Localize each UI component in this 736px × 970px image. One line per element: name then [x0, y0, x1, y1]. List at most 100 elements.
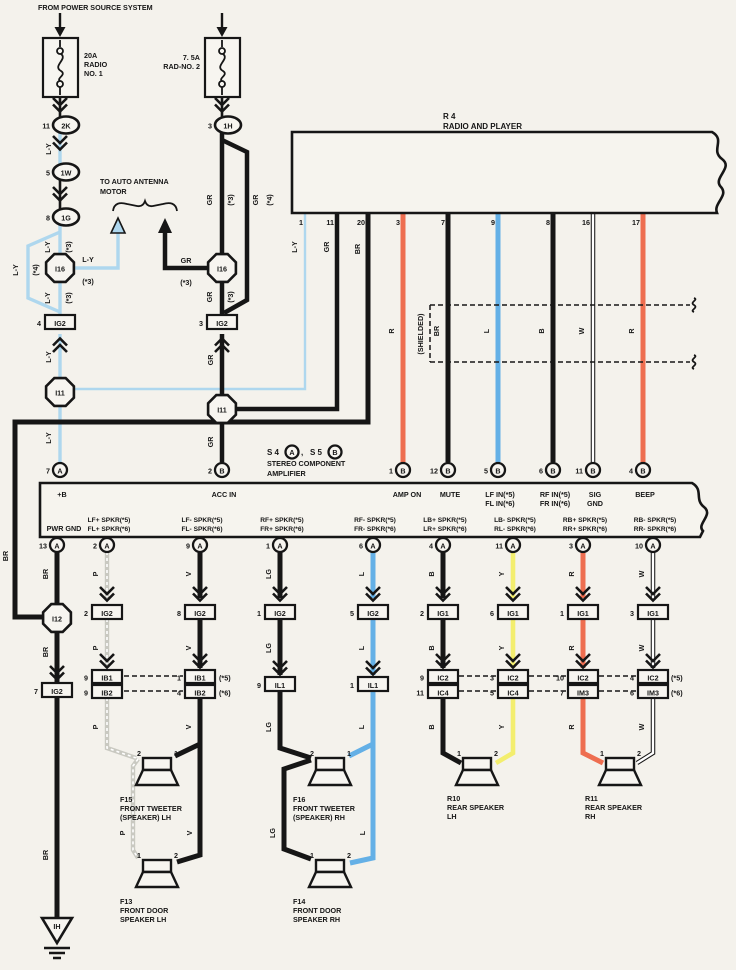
box-code: IB1: [194, 674, 205, 683]
pin-letter: A: [277, 542, 282, 551]
amp-code-sep: ,: [301, 448, 303, 457]
box-code: IL1: [368, 681, 378, 690]
wire-label: Y: [497, 571, 506, 576]
wire-p-chain-texture: [132, 758, 139, 859]
pin-function: FL+ SPKR(*6): [88, 526, 131, 533]
radio-pin: 3: [396, 218, 400, 227]
pin-function: FR+ SPKR(*6): [260, 526, 303, 533]
box-code: IC4: [437, 689, 448, 698]
box-pin: 9: [84, 674, 88, 683]
ground-code: IH: [53, 922, 60, 931]
pin-letter: A: [510, 542, 515, 551]
shielded-label: (SHIELDED): [416, 313, 425, 355]
pin-number: 12: [430, 467, 438, 476]
wire-p-texture: [106, 552, 137, 759]
box-code: IC2: [507, 674, 518, 683]
box-pin: 6: [630, 689, 634, 698]
connector-letter: A: [289, 448, 294, 457]
box-pin: 9: [257, 681, 261, 690]
speaker-name: FRONT TWEETER: [293, 804, 356, 813]
junction-box: [90, 683, 124, 700]
pin-circle: [574, 536, 592, 554]
pin-number: 11: [495, 542, 503, 551]
pin-number: 13: [39, 542, 47, 551]
pin-function: RL- SPKR(*6): [494, 526, 536, 533]
junction-box: [356, 603, 390, 621]
brace-icon: [112, 198, 178, 212]
speaker-name: RH: [585, 812, 595, 821]
speaker-name: REAR SPEAKER: [585, 803, 643, 812]
box-code: IC2: [647, 674, 658, 683]
wire-label: L-Y: [43, 241, 52, 253]
antenna-label: MOTOR: [100, 187, 127, 196]
radio-pin: 8: [546, 218, 550, 227]
pin-circle: [439, 461, 457, 479]
radio-pin: 9: [491, 218, 495, 227]
connector-oval: [51, 115, 81, 135]
connector-oval: [213, 115, 243, 135]
wire-label: L-Y: [82, 255, 94, 264]
ground-bars-icon: [44, 946, 70, 960]
wire-label: LG: [264, 643, 273, 653]
pin-letter: A: [57, 467, 62, 476]
junction-box: [263, 675, 297, 693]
connector-oval: [51, 207, 81, 227]
pin-letter: A: [580, 542, 585, 551]
wire-lg: [277, 552, 312, 761]
wire-label: LG: [264, 569, 273, 579]
pin-function: MUTE: [440, 490, 461, 499]
junction-box: [566, 603, 600, 621]
junction-box: [636, 668, 670, 685]
amp-code: S 5: [310, 448, 323, 457]
pin-function: LF+ SPKR(*5): [88, 517, 131, 524]
wire-label: BR: [41, 646, 50, 657]
pin-function: FR- SPKR(*6): [354, 526, 396, 533]
junction-box: [40, 681, 74, 699]
wire-label: L-Y: [44, 143, 53, 155]
wire-label: GR: [322, 241, 331, 253]
pin-circle: [644, 536, 662, 554]
speaker-pin: 2: [174, 851, 178, 860]
pin-function: SIG: [589, 490, 602, 499]
pin-circle: [271, 536, 289, 554]
box-pin: 1: [350, 681, 354, 690]
wire-label: GR: [205, 291, 214, 303]
box-code: IG2: [54, 319, 66, 328]
wire-label: V: [185, 830, 194, 835]
pin-letter: B: [219, 467, 224, 476]
speaker-code: R11: [585, 794, 598, 803]
box-pin: 5: [350, 609, 354, 618]
speaker-pin: 1: [600, 749, 604, 758]
wire-ly-antenna-branch: [74, 232, 120, 270]
pin-circle: [394, 461, 412, 479]
pin-number: 2: [93, 542, 97, 551]
wire-label: W: [637, 570, 646, 577]
wire-label: W: [577, 327, 586, 334]
box-pin: 4: [177, 689, 181, 698]
box-pin: 11: [416, 689, 424, 698]
connector-pin: 3: [208, 122, 212, 131]
wire-label: V: [184, 571, 193, 576]
wire-label: L-Y: [43, 292, 52, 304]
pin-number: 9: [186, 542, 190, 551]
pin-circle: [434, 536, 452, 554]
speaker-name: REAR SPEAKER: [447, 803, 505, 812]
wire-label: BR: [41, 568, 50, 579]
amp-bottom-pins: A13 A2 A9 A1 A6 A4 A11 A3 A10: [39, 536, 662, 554]
box-pin: 10: [556, 674, 564, 683]
wire-label: BR: [432, 325, 441, 336]
wire-l: [347, 552, 376, 866]
amp-top-pins: A7 B2 B1 B12 B5 B6 B11 B4: [46, 461, 652, 479]
wire-label: L-Y: [11, 264, 20, 276]
wire-note: (*4): [31, 264, 40, 276]
pin-number: 10: [635, 542, 643, 551]
pin-number: 1: [389, 467, 393, 476]
pin-number: 5: [484, 467, 488, 476]
connector-pin: 11: [42, 122, 50, 131]
box-code: IG1: [577, 609, 589, 618]
pin-function: RB+ SPKR(*5): [563, 517, 607, 524]
pin-circle: [584, 461, 602, 479]
pin-circle: [191, 536, 209, 554]
amp-box: [38, 481, 709, 539]
